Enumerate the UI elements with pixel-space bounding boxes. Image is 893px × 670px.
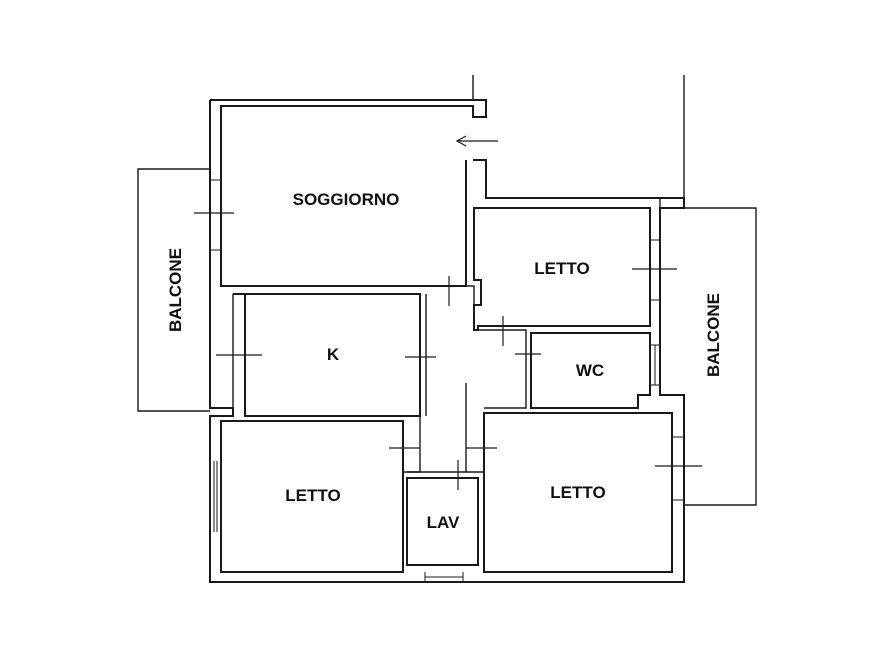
wc-outline: [530, 332, 651, 409]
balcone-right-outline: [684, 207, 757, 506]
corridor: [389, 285, 541, 473]
letto-top-right-outline: [473, 207, 651, 331]
letto-bottom-right-label: LETTO: [550, 483, 605, 502]
outer-perimeter: [209, 100, 685, 583]
entrance-arrow-icon: [455, 135, 498, 147]
balcone-left-label: BALCONE: [166, 248, 185, 332]
soggiorno-label: SOGGIORNO: [293, 190, 400, 209]
corridor-right-wall: [478, 329, 527, 409]
letto-top-right-label: LETTO: [534, 259, 589, 278]
balcone-right: BALCONE: [684, 207, 757, 506]
lav-outline: [406, 477, 479, 566]
room-letto-bottom-right: LETTO: [483, 412, 702, 573]
balcone-right-label: BALCONE: [704, 293, 723, 377]
room-kitchen: K: [216, 293, 436, 417]
letto-bottom-left-label: LETTO: [285, 486, 340, 505]
exterior-walls: [209, 75, 685, 583]
letto-bottom-right-outline: [483, 412, 673, 573]
kitchen-outline: [233, 293, 421, 417]
letto-bottom-left-outline: [220, 420, 404, 573]
kitchen-label: K: [327, 345, 340, 364]
room-letto-bottom-left: LETTO: [213, 420, 404, 573]
room-lav: LAV: [406, 460, 479, 582]
corridor-bottom-left: [403, 416, 421, 473]
room-soggiorno: SOGGIORNO: [194, 105, 473, 306]
wc-label: WC: [576, 361, 604, 380]
room-letto-top-right: LETTO: [473, 197, 677, 331]
balcone-left: BALCONE: [137, 168, 210, 412]
lav-label: LAV: [427, 513, 460, 532]
room-wc: WC: [530, 332, 660, 409]
balcone-left-outline: [137, 168, 210, 412]
corridor-top-right: [466, 285, 475, 330]
